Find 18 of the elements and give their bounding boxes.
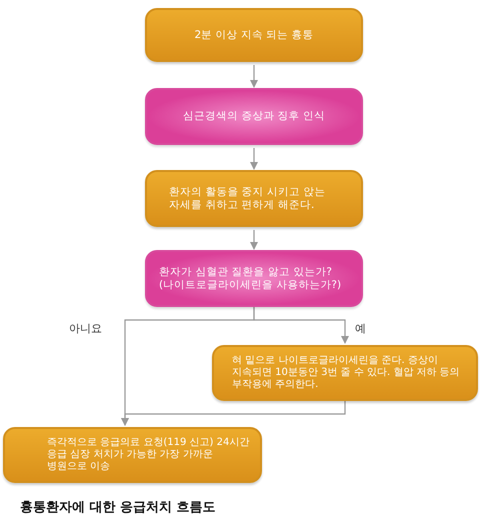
arrow (250, 230, 258, 250)
arrow (121, 401, 346, 426)
step-text: 환자의 활동을 중지 시키고 앉는 자세를 취하고 편하게 해준다. (169, 186, 326, 212)
process-box (145, 8, 363, 62)
process-box (212, 345, 478, 401)
arrow (250, 148, 258, 170)
step-text: 심근경색의 증상과 징후 인식 (182, 110, 325, 123)
decision-box (145, 250, 363, 307)
step-text: 환자가 심혈관 질환을 앓고 있는가? (나이트로글라이세린을 사용하는가?) (159, 266, 342, 292)
process-box (145, 170, 363, 227)
step-text: 2분 이상 지속 되는 흉통 (194, 28, 314, 42)
step-text: 즉각적으로 응급의료 요청(119 신고) 24시간 응급 심장 처치가 가능한 가장 가까운 병원으로 이송 (47, 437, 250, 473)
edge-label: 아니요 (67, 321, 104, 336)
decision-box (145, 88, 363, 145)
arrow (250, 65, 258, 88)
step-text: 혀 밑으로 나이트로글라이세린을 준다. 증상이 지속되면 10분동안 3번 줄 수 있다. 혈압 저하 등의 부작용에 주의한다. (232, 355, 461, 391)
caption: 흉통환자에 대한 응급처치 흐름도 (20, 499, 216, 516)
process-box (3, 427, 262, 483)
